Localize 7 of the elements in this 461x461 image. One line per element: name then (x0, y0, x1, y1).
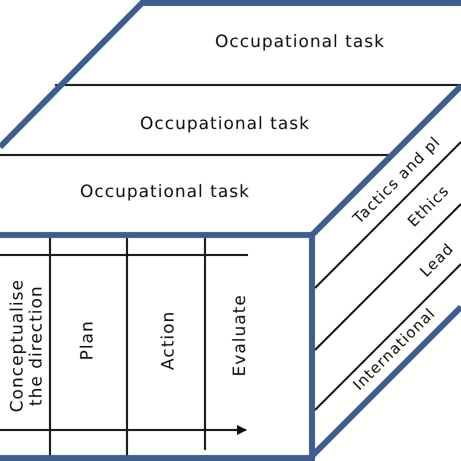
column-label: Conceptualise the direction (8, 275, 46, 416)
band-label: Occupational task (80, 182, 250, 202)
band-label: Occupational task (215, 32, 385, 52)
column-label: Evaluate (230, 294, 250, 376)
column-label: Action (158, 310, 178, 370)
band-label: Occupational task (140, 114, 310, 134)
column-label: Plan (78, 320, 98, 360)
